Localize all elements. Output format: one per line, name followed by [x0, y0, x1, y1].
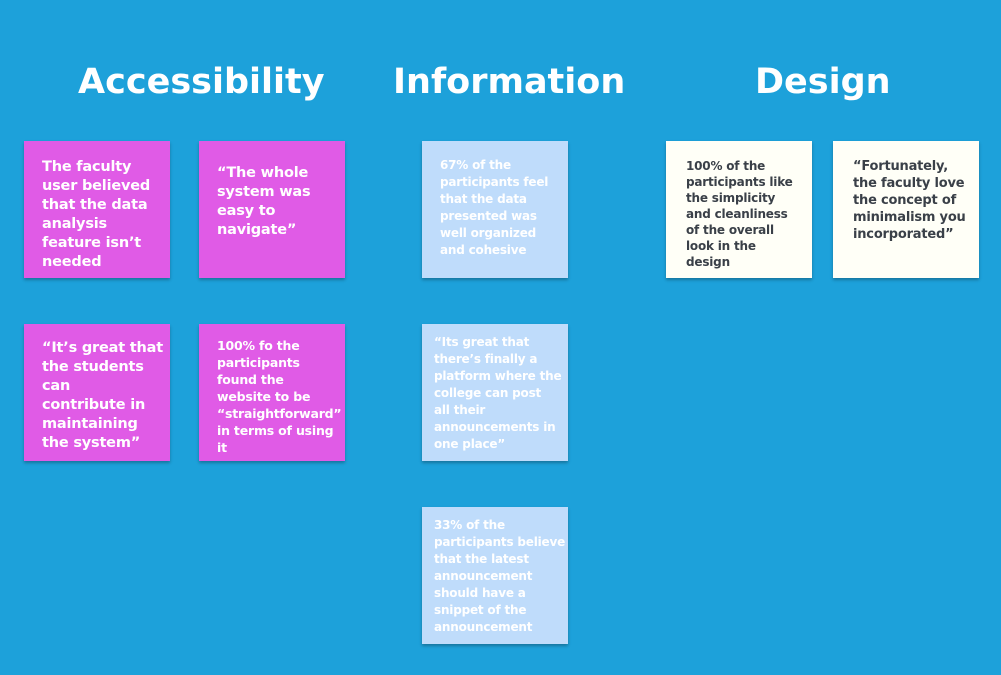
- sticky-note-text: “The whole system was easy to navigate”: [217, 165, 311, 238]
- sticky-note[interactable]: 100% fo the participants found the websi…: [199, 324, 345, 461]
- sticky-note-text: 33% of the participants believe that the…: [434, 518, 566, 634]
- sticky-note[interactable]: “Fortunately, the faculty love the conce…: [833, 141, 979, 278]
- accessibility-heading: Accessibility: [78, 62, 325, 102]
- sticky-note[interactable]: “The whole system was easy to navigate”: [199, 141, 345, 278]
- sticky-note-text: “It’s great that the students can contri…: [42, 340, 163, 451]
- sticky-note-text: “Its great that there’s finally a platfo…: [434, 335, 562, 451]
- design-heading: Design: [755, 62, 891, 102]
- sticky-note-text: 100% of the participants like the simpli…: [686, 159, 793, 269]
- sticky-note[interactable]: The faculty user believed that the data …: [24, 141, 170, 278]
- sticky-note-text: 67% of the participants feel that the da…: [440, 158, 549, 257]
- sticky-note[interactable]: 67% of the participants feel that the da…: [422, 141, 568, 278]
- sticky-note-text: “Fortunately, the faculty love the conce…: [853, 159, 966, 242]
- sticky-note[interactable]: 100% of the participants like the simpli…: [666, 141, 812, 278]
- information-heading: Information: [393, 62, 626, 102]
- sticky-note-text: 100% fo the participants found the websi…: [217, 338, 342, 455]
- sticky-note[interactable]: 33% of the participants believe that the…: [422, 507, 568, 644]
- sticky-note[interactable]: “It’s great that the students can contri…: [24, 324, 170, 461]
- sticky-note[interactable]: “Its great that there’s finally a platfo…: [422, 324, 568, 461]
- sticky-note-text: The faculty user believed that the data …: [42, 159, 151, 270]
